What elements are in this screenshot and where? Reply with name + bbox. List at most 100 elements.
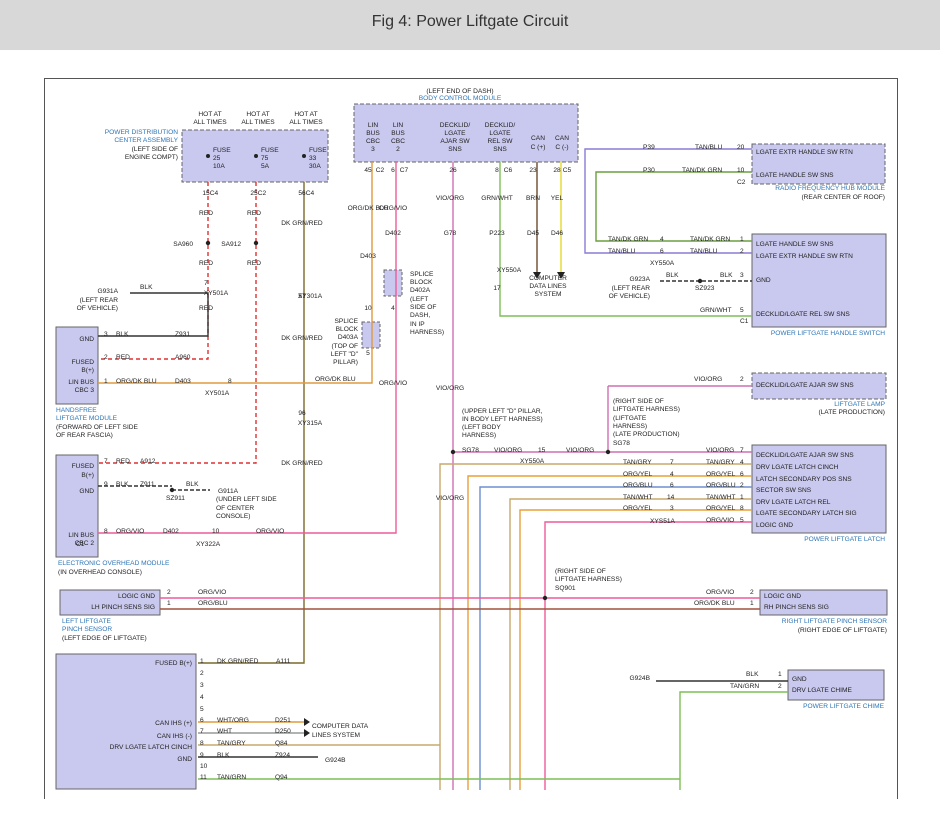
diagram-label-178: (LATE PRODUCTION) [613, 431, 680, 438]
diagram-label-39: 25 [213, 155, 221, 162]
diagram-label-171: DECKLID/LGATE AJAR SW SNS [756, 382, 854, 389]
diagram-label-54: C2 [258, 190, 267, 197]
diagram-label-125: 17 [493, 285, 501, 292]
diagram-label-139: 10 [737, 167, 745, 174]
diagram-label-185: VIO/ORG [494, 447, 522, 454]
diagram-label-206: 1 [740, 494, 744, 501]
figure-header: Fig 4: Power Liftgate Circuit [0, 0, 940, 50]
diagram-label-212: ORG/VIO [706, 517, 734, 524]
splice-sz911 [169, 487, 175, 493]
splice-fuse33 [302, 154, 306, 158]
diagram-label-103: BLOCK [410, 279, 433, 286]
left-liftgate-pinch-sensor-box [59, 589, 161, 616]
diagram-label-36: HOT AT [294, 111, 317, 118]
diagram-label-166: GND [756, 277, 771, 284]
diagram-label-226: CBC 2 [75, 540, 95, 547]
diagram-label-258: PINCH SENSOR [62, 626, 112, 633]
splice-sq901 [542, 595, 548, 601]
diagram-label-272: 2 [778, 683, 782, 690]
diagram-label-40: 10A [213, 163, 225, 170]
diagram-label-52: C4 [210, 190, 219, 197]
diagram-label-34: HOT AT [246, 111, 269, 118]
diagram-label-69: DK GRN/RED [281, 335, 323, 342]
wire-tan-grn-chime [679, 691, 788, 790]
diagram-label-223: B(+) [81, 472, 94, 479]
diagram-label-118: 5 [366, 350, 370, 357]
diagram-label-252: LH PINCH SENS SIG [91, 604, 155, 611]
diagram-label-133: SYSTEM [534, 291, 561, 298]
diagram-label-55: 56 [298, 190, 306, 197]
diagram-label-31: C5 [563, 167, 572, 174]
diagram-label-63: RED [247, 260, 261, 267]
diagram-label-183: HARNESS) [462, 432, 496, 439]
diagram-label-271: TAN/GRN [730, 683, 759, 690]
diagram-label-273: GND [792, 676, 807, 683]
diagram-label-90: FUSED [72, 359, 95, 366]
splice-nodes [169, 154, 703, 601]
diagram-label-294: WHT/ORG [217, 717, 249, 724]
diagram-label-131: COMPUTER [529, 275, 567, 282]
diagram-label-251: LOGIC GND [118, 593, 155, 600]
diagram-label-225: LIN BUS [68, 532, 94, 539]
diagram-label-81: RED [116, 354, 130, 361]
wire-org-yel-1 [467, 475, 752, 790]
diagram-label-241: D402 [163, 528, 179, 535]
diagram-label-274: DRV LGATE CHIME [792, 687, 852, 694]
diagram-label-127: BRN [526, 195, 540, 202]
diagram-label-64: RED [199, 305, 213, 312]
diagram-label-8: CBC [391, 138, 405, 145]
diagram-label-144: (REAR CENTER OF ROOF) [801, 194, 885, 201]
diagram-label-286: 6 [200, 717, 204, 724]
handsfree-liftgate-module-box [55, 326, 99, 405]
diagram-label-142: LGATE HANDLE SW SNS [756, 172, 834, 179]
wire-org-vio-d402 [98, 162, 397, 534]
diagram-label-86: 8 [228, 378, 232, 385]
splice-sg78-left [450, 449, 456, 455]
diagram-label-281: 1 [200, 658, 204, 665]
diagram-label-256: ORG/BLU [198, 600, 228, 607]
diagram-label-168: POWER LIFTGATE HANDLE SWITCH [771, 330, 885, 337]
diagram-label-111: BLOCK [336, 326, 359, 333]
diagram-label-153: XY550A [650, 260, 675, 267]
diagram-label-238: CONSOLE) [216, 513, 250, 520]
diagram-label-116: 10 [364, 305, 372, 312]
diagram-label-19: C (+) [531, 144, 546, 151]
diagram-label-304: G924B [325, 757, 346, 764]
diagram-label-109: HARNESS) [410, 329, 444, 336]
wires [98, 148, 788, 790]
diagram-label-303: Z924 [275, 752, 290, 759]
arrow-d250 [304, 729, 310, 737]
diagram-label-292: DK GRN/RED [217, 658, 259, 665]
diagram-label-104: D402A [410, 287, 431, 294]
diagram-label-247: (IN OVERHEAD CONSOLE) [58, 569, 142, 576]
diagram-label-62: RED [199, 260, 213, 267]
diagram-label-232: Z911 [140, 481, 155, 488]
diagram-label-94: HANDSFREE [56, 407, 97, 414]
diagram-label-210: 8 [740, 505, 744, 512]
diagram-label-114: LEFT "D" [331, 351, 359, 358]
diagram-label-283: 3 [200, 682, 204, 689]
diagram-label-49: (LEFT SIDE OF [132, 146, 178, 153]
diagram-label-186: 15 [538, 447, 546, 454]
diagram-label-187: VIO/ORG [566, 447, 594, 454]
diagram-label-26: 23 [529, 167, 537, 174]
diagram-label-263: 1 [750, 600, 754, 607]
diagram-label-290: 10 [200, 763, 208, 770]
diagram-label-27: 28 [553, 167, 561, 174]
diagram-label-266: RIGHT LIFTGATE PINCH SENSOR [782, 618, 888, 625]
diagram-label-22: 45 [364, 167, 372, 174]
diagram-label-42: 75 [261, 155, 269, 162]
splice-sa960 [205, 240, 211, 246]
diagram-label-278: CAN IHS (-) [157, 733, 192, 740]
diagram-label-195: ORG/YEL [623, 471, 653, 478]
diagram-label-126: XY550A [497, 267, 522, 274]
diagram-label-215: DRV LGATE LATCH CINCH [756, 464, 839, 471]
diagram-label-51: 15 [202, 190, 210, 197]
diagram-label-158: SZ923 [695, 285, 715, 292]
diagram-label-78: BLK [116, 331, 129, 338]
diagram-label-260: ORG/VIO [706, 589, 734, 596]
diagram-label-199: ORG/BLU [623, 482, 653, 489]
diagram-label-204: 14 [667, 494, 675, 501]
diagram-label-300: TAN/GRY [217, 740, 246, 747]
diagram-label-5: 3 [371, 146, 375, 153]
